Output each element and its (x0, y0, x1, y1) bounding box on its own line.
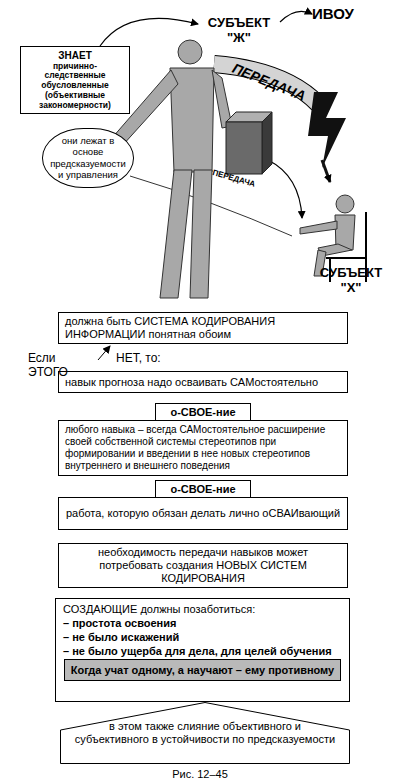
text-label: НЕТ, то: (116, 352, 196, 366)
figure-leg (190, 170, 212, 298)
tabbed-box: о-СВОЕ-ние любого навыка – всегда САМосто… (58, 403, 348, 476)
text-box: необходимость передачи навыков может пот… (58, 543, 348, 588)
box-text: причинно-следственные обусловленные (объ… (24, 62, 126, 111)
figure-head (336, 195, 354, 213)
box-tab-heading: о-СВОЕ-ние (155, 480, 251, 497)
box-body: любого навыка – всегда САМостоятельное р… (58, 420, 348, 476)
list-item: – простота освоения (63, 616, 342, 630)
figure-caption: Рис. 12–45 (0, 767, 400, 781)
shape-text: в этом также слияние объективного и субъ… (74, 720, 336, 746)
text-box: должна быть СИСТЕМА КОДИРОВАНИЯ ИНФОРМАЦ… (58, 312, 348, 344)
text-label: СУБЪЕКТ "Ж" (200, 16, 278, 46)
transfer-arrow (268, 160, 302, 218)
box-front (226, 122, 262, 174)
box-heading: ЗНАЕТ (24, 50, 126, 62)
curved-arrow (280, 11, 312, 22)
text-label: ПЕРЕДАЧА (230, 60, 329, 112)
figure-head (178, 40, 202, 64)
list-heading: СОЗДАЮЩИЕ должны позаботиться: (63, 602, 342, 616)
lightning-bolt (308, 92, 346, 168)
box-body: работа, которую обязан делать лично оСВА… (58, 497, 348, 530)
knowledge-box: ЗНАЕТпричинно-следственные обусловленные… (20, 46, 130, 114)
text-label: Если ЭТОГО (28, 352, 98, 380)
arrow-shape (61, 703, 350, 764)
figure-leg (160, 170, 192, 298)
box-text: любого навыка – всегда САМостоятельное р… (65, 424, 341, 472)
box-text: навык прогноза надо осваивать САМостояте… (65, 376, 341, 389)
text-label: ИВОУ (312, 5, 392, 22)
bolt-arrow (322, 160, 330, 182)
pointer-arrow (98, 346, 110, 360)
box-tab-heading: о-СВОЕ-ние (155, 403, 251, 420)
arrow-shape-content: в этом также слияние объективного и субъ… (60, 702, 350, 750)
band-text: Когда учат одному, а научают – ему проти… (69, 664, 336, 677)
callout-bubble: они лежат в основе предсказуемости и упр… (42, 128, 134, 188)
figure-arm (300, 221, 337, 234)
list-item: – не было искажений (63, 630, 342, 644)
arrow-shape-box: в этом также слияние объективного и субъ… (60, 702, 350, 764)
tabbed-box: о-СВОЕ-ние работа, которую обязан делать … (58, 480, 348, 530)
box-text: необходимость передачи навыков может пот… (65, 546, 341, 585)
list-item: – не было ущерба для дела, для целей обу… (63, 644, 342, 658)
text-label: СУБЪЕКТ "Х" (310, 266, 392, 296)
box-text: должна быть СИСТЕМА КОДИРОВАНИЯ ИНФОРМАЦ… (65, 315, 341, 341)
gray-band: Когда учат одному, а научают – ему проти… (64, 659, 341, 681)
list-box: СОЗДАЮЩИЕ должны позаботиться:– простота… (55, 598, 350, 702)
callout-text: они лежат в основе предсказуемости и упр… (49, 135, 127, 181)
text-box: навык прогноза надо осваивать САМостояте… (58, 371, 348, 393)
box-text: работа, которую обязан делать лично оСВА… (65, 507, 341, 520)
box-side (262, 112, 272, 174)
